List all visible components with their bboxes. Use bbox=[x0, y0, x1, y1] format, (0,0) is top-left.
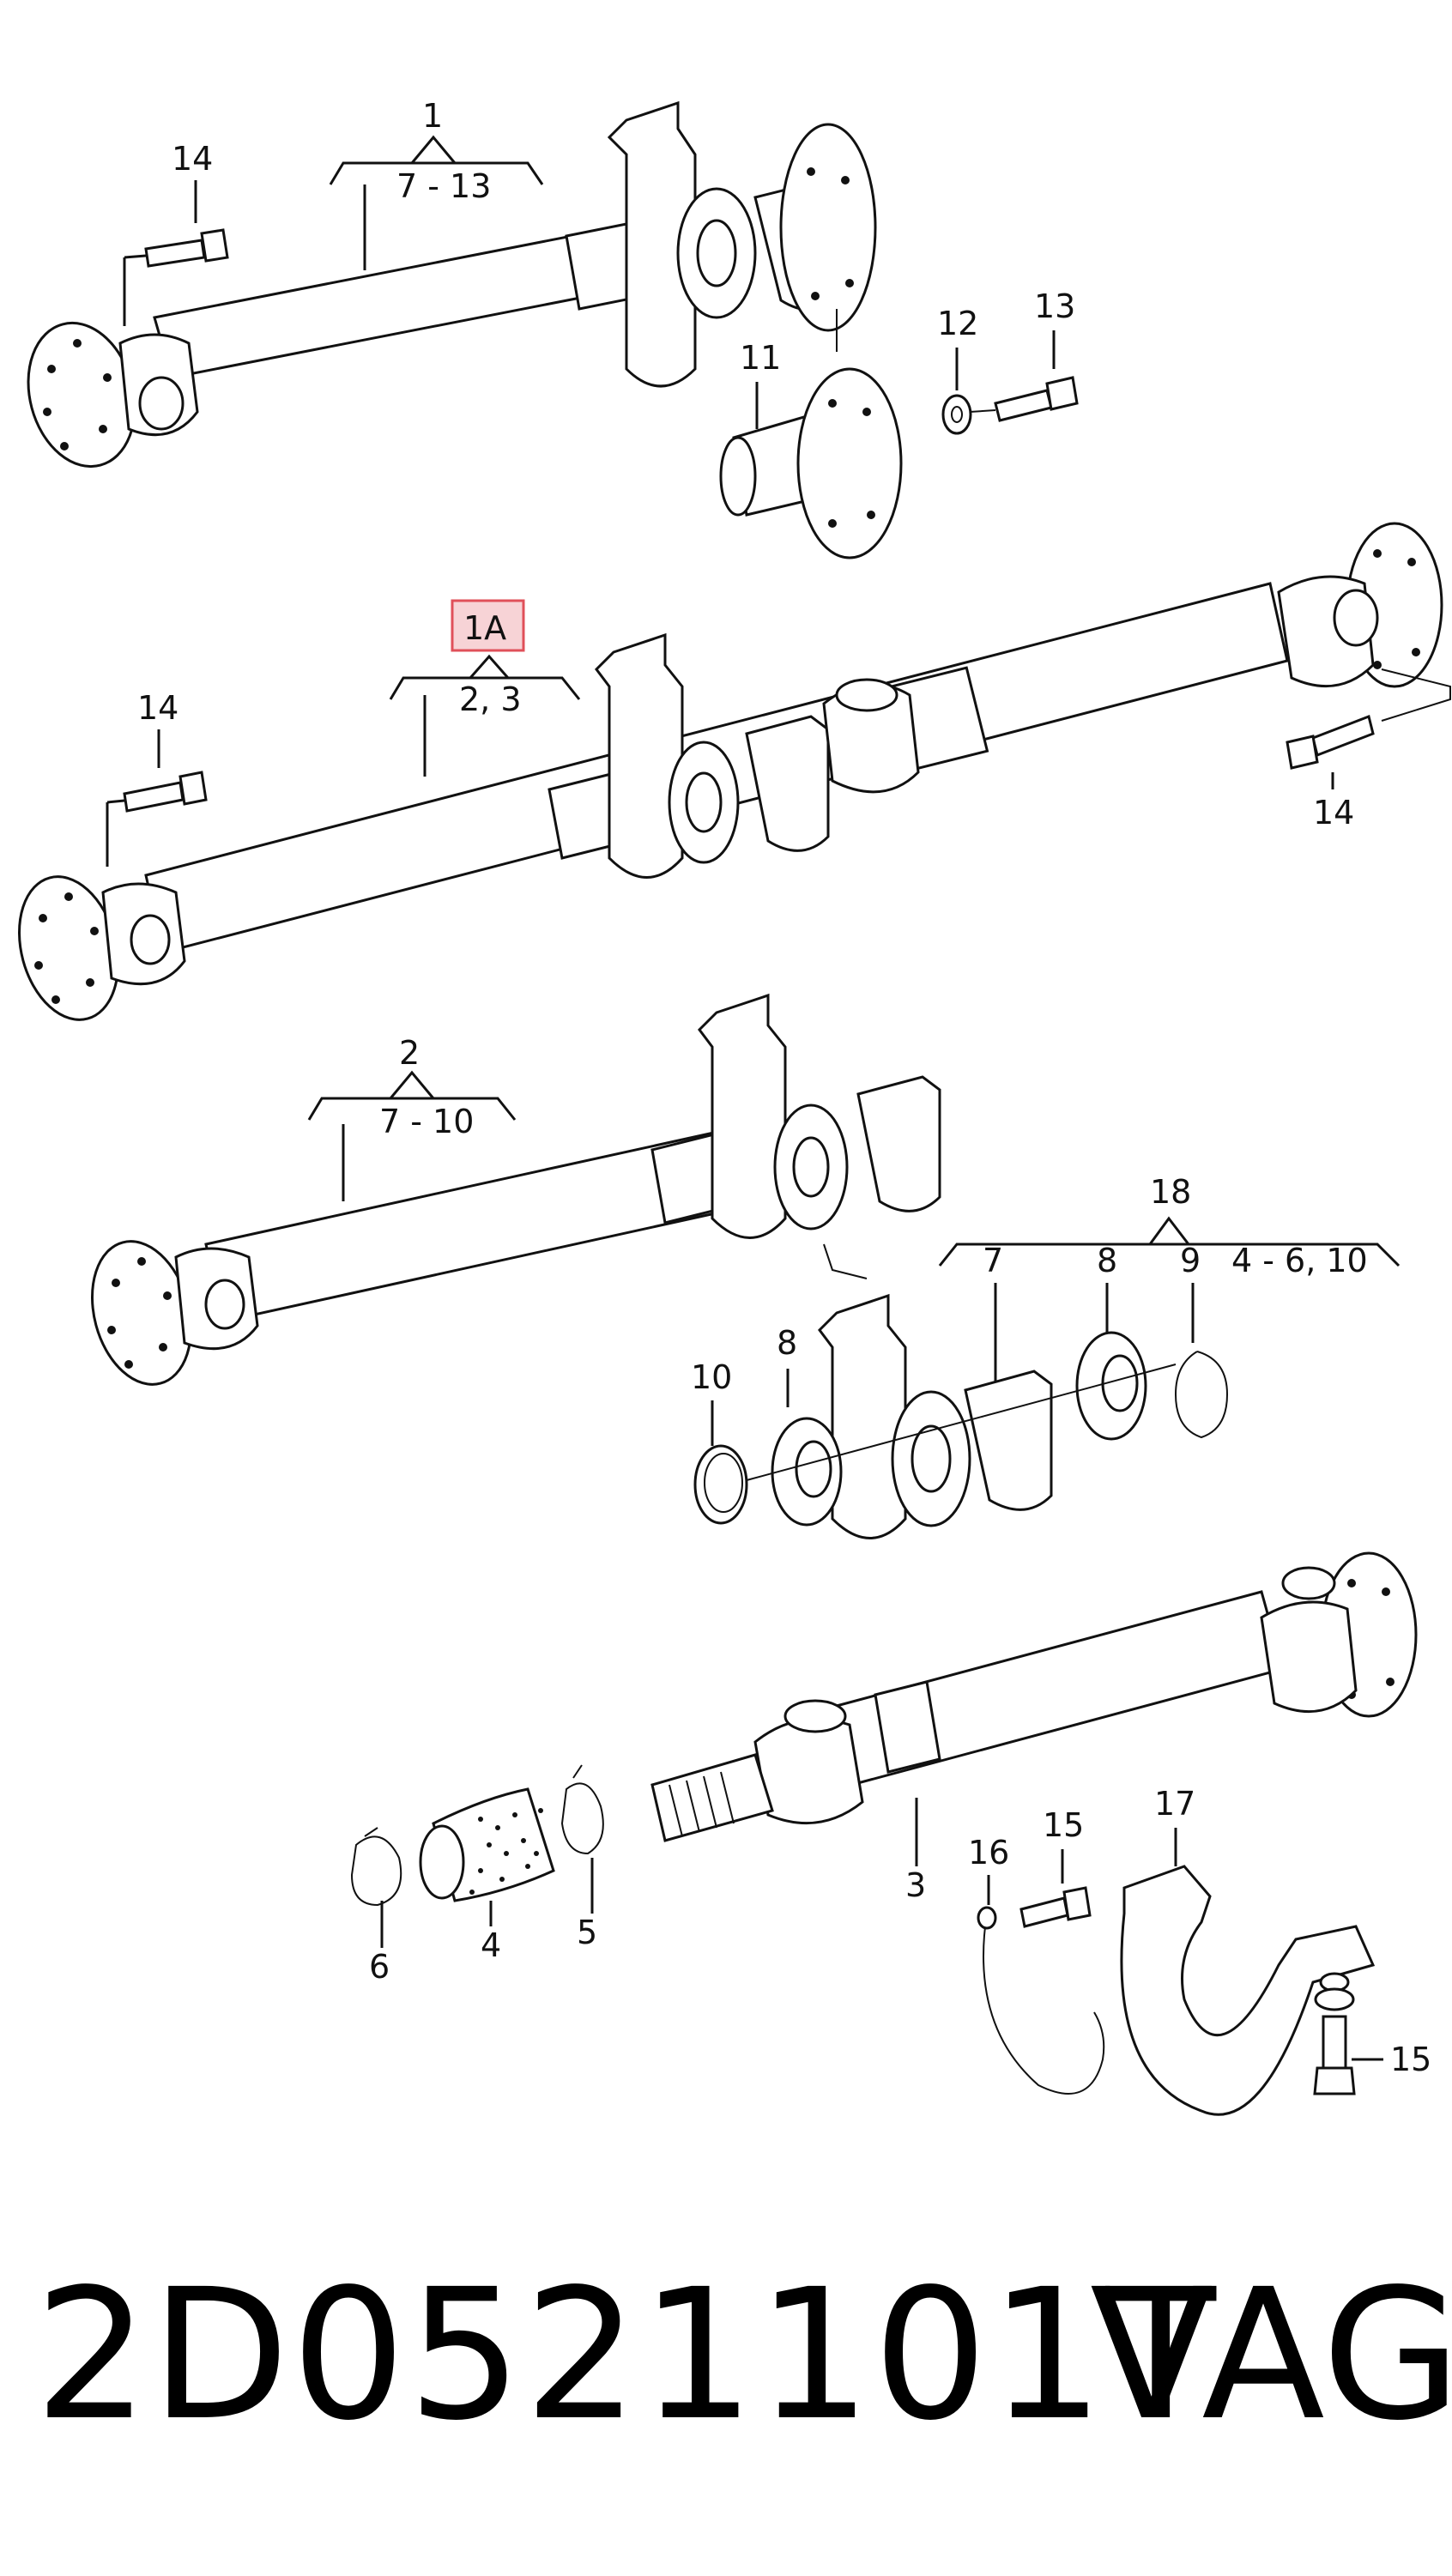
label-assy2: 2 bbox=[399, 1034, 420, 1072]
label-p17: 17 bbox=[1154, 1785, 1195, 1823]
label-p8-left: 8 bbox=[777, 1324, 797, 1362]
label-assy1A-range: 2, 3 bbox=[459, 680, 522, 718]
label-p4-6-10: 4 - 6, 10 bbox=[1231, 1242, 1368, 1279]
label-p12: 12 bbox=[937, 305, 978, 342]
label-assy1-range: 7 - 13 bbox=[396, 167, 491, 205]
label-p15-right: 15 bbox=[1390, 2041, 1431, 2078]
label-assy1: 1 bbox=[422, 97, 443, 135]
label-assy1A: 1A bbox=[463, 609, 506, 647]
label-p13: 13 bbox=[1034, 287, 1075, 325]
label-p14-right: 14 bbox=[1313, 794, 1354, 831]
label-p15-top: 15 bbox=[1043, 1806, 1084, 1844]
label-p3: 3 bbox=[905, 1866, 926, 1904]
assembly-1-drawing: 1 7 - 13 14 11 bbox=[27, 97, 1079, 559]
label-assy2-range: 7 - 10 bbox=[379, 1103, 474, 1140]
brand-name: VAG bbox=[1090, 2250, 1452, 2460]
label-assy18: 18 bbox=[1150, 1173, 1191, 1211]
assembly-2-drawing: 2 7 - 10 bbox=[90, 993, 941, 1386]
assembly-3-drawing: 3 5 4 6 16 15 17 bbox=[350, 1551, 1431, 2116]
label-p8-right: 8 bbox=[1097, 1242, 1117, 1279]
label-p9: 9 bbox=[1180, 1242, 1201, 1279]
label-p14-top: 14 bbox=[172, 140, 213, 178]
label-p11: 11 bbox=[740, 339, 781, 377]
label-p16: 16 bbox=[968, 1834, 1009, 1872]
label-p10: 10 bbox=[691, 1358, 732, 1396]
highlight-1A-box bbox=[451, 599, 525, 652]
label-p4: 4 bbox=[481, 1926, 501, 1964]
label-p5: 5 bbox=[577, 1914, 597, 1951]
label-p7: 7 bbox=[983, 1242, 1003, 1279]
label-p14-left: 14 bbox=[137, 689, 178, 727]
assembly-18-drawing: 18 7 8 9 4 - 6, 10 8 10 bbox=[691, 1173, 1401, 1539]
assembly-1A-drawing: 1A 2, 3 14 bbox=[17, 522, 1451, 1021]
part-number: 2D0521101T bbox=[34, 2250, 1218, 2460]
label-p6: 6 bbox=[369, 1948, 390, 1986]
